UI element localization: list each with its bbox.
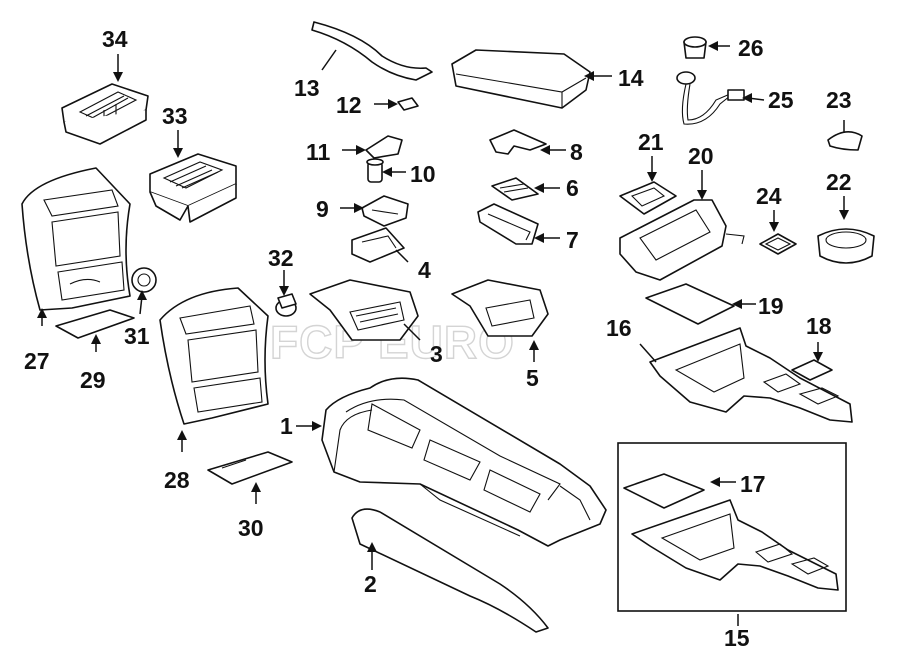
part-32-clip — [275, 293, 297, 317]
callout-labels: 34 33 27 29 31 28 30 32 13 12 11 10 9 4 … — [24, 26, 852, 651]
callout-27: 27 — [24, 348, 50, 374]
part-11-bracket — [365, 135, 403, 159]
part-31-cap — [131, 267, 157, 293]
part-30-mat — [207, 451, 293, 485]
callout-19: 19 — [758, 293, 784, 319]
part-9-bracket — [361, 195, 409, 227]
callout-17: 17 — [740, 471, 766, 497]
callout-24: 24 — [756, 183, 782, 209]
part-18-cover — [791, 359, 833, 381]
callout-28: 28 — [164, 467, 190, 493]
part-4-tray-insert — [351, 227, 405, 263]
part-14-armrest-lid — [451, 49, 591, 109]
part-33-rear-air-vent — [149, 153, 237, 223]
callout-11: 11 — [306, 139, 331, 165]
callout-23: 23 — [826, 87, 852, 113]
part-17-cover — [623, 473, 705, 509]
callout-1: 1 — [280, 413, 293, 439]
callout-26: 26 — [738, 35, 764, 61]
callout-14: 14 — [618, 65, 644, 91]
part-12-clip — [397, 97, 419, 111]
part-23-cover — [827, 131, 863, 151]
part-22-cup-holder — [817, 228, 875, 264]
part-7-tray — [477, 203, 539, 245]
callout-20: 20 — [688, 143, 714, 169]
assembly-15-box — [617, 442, 847, 612]
callout-15: 15 — [724, 625, 750, 651]
callout-5: 5 — [526, 365, 539, 391]
part-21-switch-frame — [619, 181, 677, 215]
callout-34: 34 — [102, 26, 128, 52]
part-16-console-top-panel — [649, 327, 853, 423]
callout-25: 25 — [768, 87, 794, 113]
callout-6: 6 — [566, 175, 579, 201]
part-8-clip — [489, 129, 547, 155]
part-6-mat — [491, 177, 539, 201]
callout-29: 29 — [80, 367, 106, 393]
part-15-console-top-assembly — [631, 499, 839, 591]
part-2-side-trim — [351, 508, 549, 633]
callout-2: 2 — [364, 571, 377, 597]
callout-7: 7 — [566, 227, 579, 253]
callout-10: 10 — [410, 161, 436, 187]
part-13-trim-strip — [311, 21, 433, 81]
callout-8: 8 — [570, 139, 583, 165]
part-25-socket-harness — [676, 71, 745, 125]
part-1-center-console — [321, 377, 607, 547]
part-24-cup-insert — [759, 233, 797, 255]
callout-22: 22 — [826, 169, 852, 195]
part-10-sleeve — [366, 158, 384, 183]
leader-lines — [37, 41, 849, 626]
callout-30: 30 — [238, 515, 264, 541]
part-26-socket — [683, 36, 707, 59]
callout-9: 9 — [316, 196, 329, 222]
part-29-mat — [55, 309, 135, 339]
callout-13: 13 — [294, 75, 320, 101]
callout-16: 16 — [606, 315, 632, 341]
part-28-rear-side-panel — [159, 287, 269, 425]
callout-12: 12 — [336, 92, 362, 118]
callout-32: 32 — [268, 245, 294, 271]
part-19-cover — [645, 283, 735, 325]
part-20-shifter-trim — [619, 199, 745, 281]
callout-18: 18 — [806, 313, 832, 339]
part-5-storage-tray — [451, 279, 549, 337]
part-27-rear-side-panel — [21, 167, 131, 311]
callout-21: 21 — [638, 129, 664, 155]
callout-33: 33 — [162, 103, 188, 129]
part-34-rear-air-vent — [61, 83, 149, 145]
part-3-storage-tray — [309, 279, 419, 341]
callout-31: 31 — [124, 323, 150, 349]
callout-3: 3 — [430, 341, 443, 367]
callout-4: 4 — [418, 257, 431, 283]
